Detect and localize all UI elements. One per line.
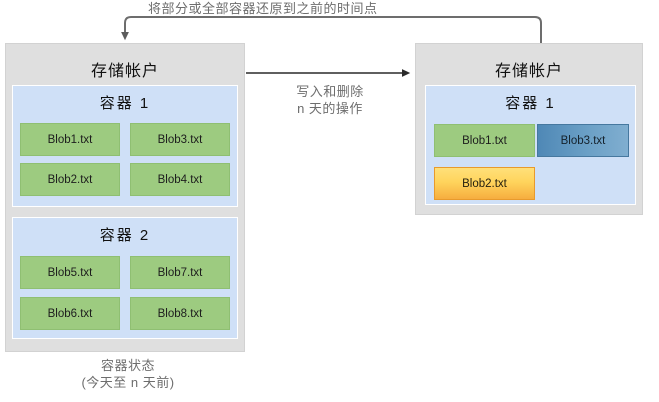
restore-connector [121,16,542,43]
blob-tile[interactable]: Blob8.txt [130,297,230,330]
blob-tile[interactable]: Blob1.txt [434,124,535,157]
container-state-line1: 容器状态 [100,358,155,373]
container-left-1-title: 容器 1 [99,95,151,112]
blob-tile[interactable]: Blob4.txt [130,163,230,196]
blob-tile[interactable]: Blob7.txt [130,256,230,289]
blob-tile[interactable]: Blob2.txt [434,167,535,200]
blob-tile[interactable]: Blob3.txt [130,123,230,156]
storage-account-left-title: 存储帐户 [90,63,159,80]
blob-tile[interactable]: Blob1.txt [20,123,120,156]
storage-account-right-title: 存储帐户 [494,63,563,80]
restore-flow-label: 将部分或全部容器还原到之前的时间点 [148,1,378,16]
container-left-2-title: 容器 2 [99,227,151,244]
container-state-caption: 容器状态 (今天至 n 天前) [28,358,228,391]
container-right-1-title: 容器 1 [505,95,556,112]
operations-label-line2: n 天的操作 [297,100,363,116]
blob-tile[interactable]: Blob2.txt [20,163,120,196]
container-state-line2: (今天至 n 天前) [81,374,175,390]
blob-tile[interactable]: Blob3.txt [537,124,629,157]
blob-tile[interactable]: Blob6.txt [20,297,120,330]
operations-label-line1: 写入和删除 [296,84,364,99]
blob-tile[interactable]: Blob5.txt [20,256,120,289]
operations-label: 写入和删除 n 天的操作 [253,84,407,117]
